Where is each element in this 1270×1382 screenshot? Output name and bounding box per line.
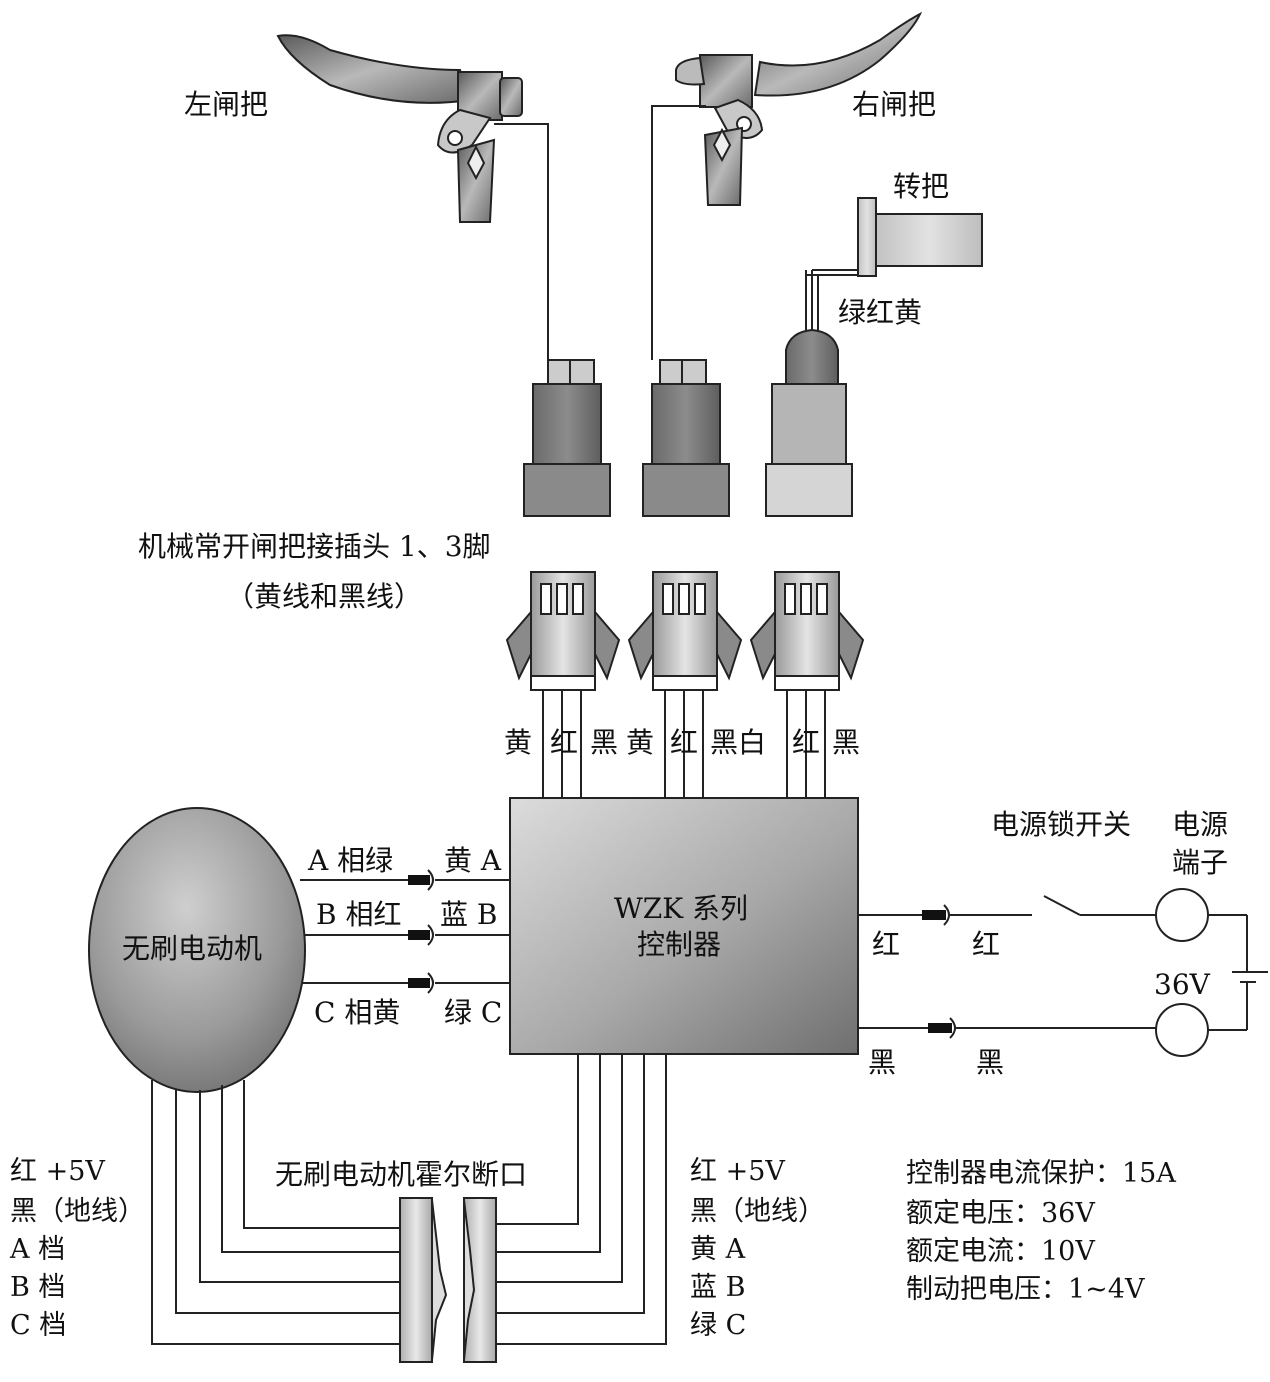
c1-wire-3: 黑 — [590, 726, 619, 759]
power-terminal-label-2: 端子 — [1172, 846, 1229, 879]
power-lock-switch — [1043, 895, 1081, 916]
hall-left-3: A 档 — [10, 1234, 66, 1265]
power-terminal-positive — [1155, 888, 1209, 942]
brake-plug-left — [523, 359, 611, 517]
power-red-right: 红 — [972, 928, 1001, 961]
power-red-left: 红 — [872, 928, 901, 961]
spec-brake-voltage: 制动把电压：1~4V — [906, 1274, 1145, 1305]
spec-current-protection: 控制器电流保护：15A — [906, 1158, 1176, 1189]
throttle-plug — [765, 328, 853, 517]
power-black-right: 黑 — [976, 1046, 1005, 1079]
phase-plug-icons — [408, 875, 430, 988]
right-brake-label: 右闸把 — [852, 88, 937, 121]
power-wires — [858, 895, 1268, 1039]
phase-wires — [300, 869, 510, 994]
hall-wires-motor — [151, 1080, 400, 1345]
power-plug-icons — [922, 910, 952, 1033]
phase-b-motor: B 相红 — [316, 898, 402, 931]
power-black-left: 黑 — [868, 1046, 897, 1079]
female-connector-3 — [749, 571, 865, 691]
spec-rated-current: 额定电流：10V — [906, 1236, 1095, 1267]
controller-label-1: WZK 系列 — [614, 892, 749, 925]
c2-wire-3: 黑白 — [710, 726, 767, 759]
left-brake-lever-icon — [276, 34, 523, 223]
hall-connector-icon — [399, 1197, 497, 1363]
phase-a-controller: 黄 A — [444, 844, 502, 877]
hall-right-1: 红 +5V — [690, 1156, 785, 1187]
c2-wire-1: 黄 — [626, 726, 655, 759]
throttle-grip-icon — [857, 197, 983, 277]
hall-break-label: 无刷电动机霍尔断口 — [275, 1158, 528, 1191]
power-lock-label: 电源锁开关 — [991, 808, 1132, 841]
power-terminal-label-1: 电源 — [1172, 808, 1229, 841]
c3-wire-1: 红 — [792, 726, 821, 759]
hall-left-4: B 档 — [10, 1272, 66, 1303]
hall-right-3: 黄 A — [690, 1234, 746, 1265]
controller-label-2: 控制器 — [637, 928, 722, 961]
left-brake-label: 左闸把 — [184, 88, 269, 121]
throttle-label: 转把 — [893, 170, 950, 203]
brake-plug-right — [642, 359, 730, 517]
phase-b-controller: 蓝 B — [440, 898, 498, 931]
c3-wire-2: 黑 — [832, 726, 861, 759]
throttle-wires-label: 绿红黄 — [838, 296, 923, 329]
hall-right-5: 绿 C — [690, 1310, 747, 1341]
brushless-motor — [88, 807, 306, 1093]
hall-wires-controller — [496, 1054, 667, 1345]
controller-box — [509, 797, 859, 1055]
hall-left-1: 红 +5V — [10, 1156, 105, 1187]
battery-voltage-label: 36V — [1154, 968, 1210, 1001]
brake-cables — [494, 105, 858, 360]
female-connectors — [505, 571, 865, 691]
c2-wire-2: 红 — [670, 726, 699, 759]
phase-c-controller: 绿 C — [444, 996, 503, 1029]
spec-rated-voltage: 额定电压：36V — [906, 1198, 1095, 1229]
power-terminal-negative — [1155, 1003, 1209, 1057]
hall-left-5: C 档 — [10, 1310, 67, 1341]
female-connector-2 — [627, 571, 743, 691]
hall-left-2: 黑（地线） — [10, 1196, 145, 1227]
c1-wire-1: 黄 — [504, 726, 533, 759]
brake-connector-note: 机械常开闸把接插头 1、3脚 — [138, 530, 491, 563]
female-connector-1 — [505, 571, 621, 691]
phase-a-motor: A 相绿 — [308, 844, 394, 877]
right-brake-lever-icon — [675, 11, 923, 206]
c1-wire-2: 红 — [550, 726, 579, 759]
hall-right-4: 蓝 B — [690, 1272, 746, 1303]
motor-label: 无刷电动机 — [122, 932, 263, 965]
phase-c-motor: C 相黄 — [314, 996, 401, 1029]
hall-right-2: 黑（地线） — [690, 1196, 825, 1227]
brake-connector-note-2: （黄线和黑线） — [226, 580, 423, 613]
connector-wires — [542, 690, 826, 798]
